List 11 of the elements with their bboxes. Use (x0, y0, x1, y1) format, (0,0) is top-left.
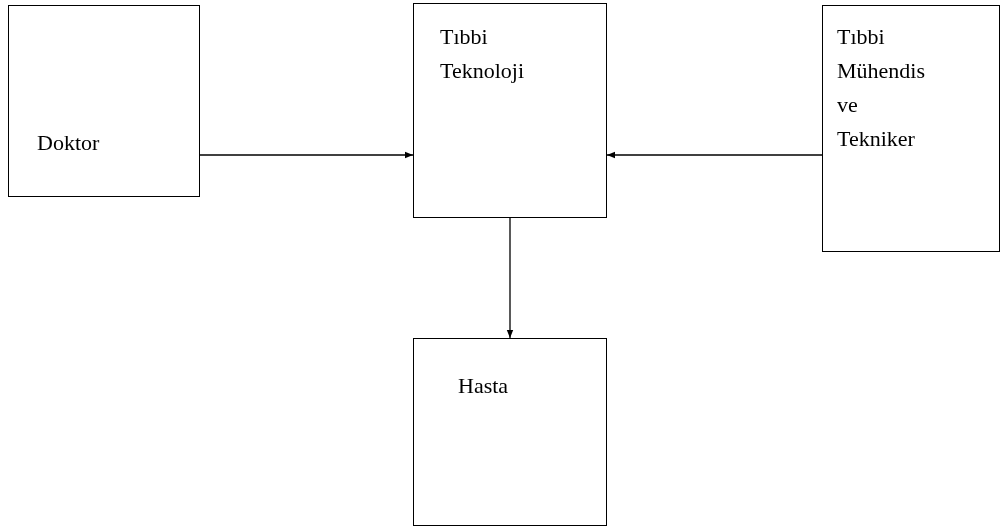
process-box (413, 3, 607, 218)
process-box (8, 5, 200, 197)
box-label: Tıbbi Teknoloji (440, 24, 524, 83)
arrow (606, 151, 823, 159)
box-label: Hasta (458, 373, 509, 398)
box-label: Doktor (37, 130, 100, 155)
process-box (822, 5, 1000, 252)
arrow (199, 151, 414, 159)
arrow (506, 217, 514, 339)
process-box (413, 338, 607, 526)
box-label: Tıbbi Mühendis ve Tekniker (837, 24, 925, 151)
